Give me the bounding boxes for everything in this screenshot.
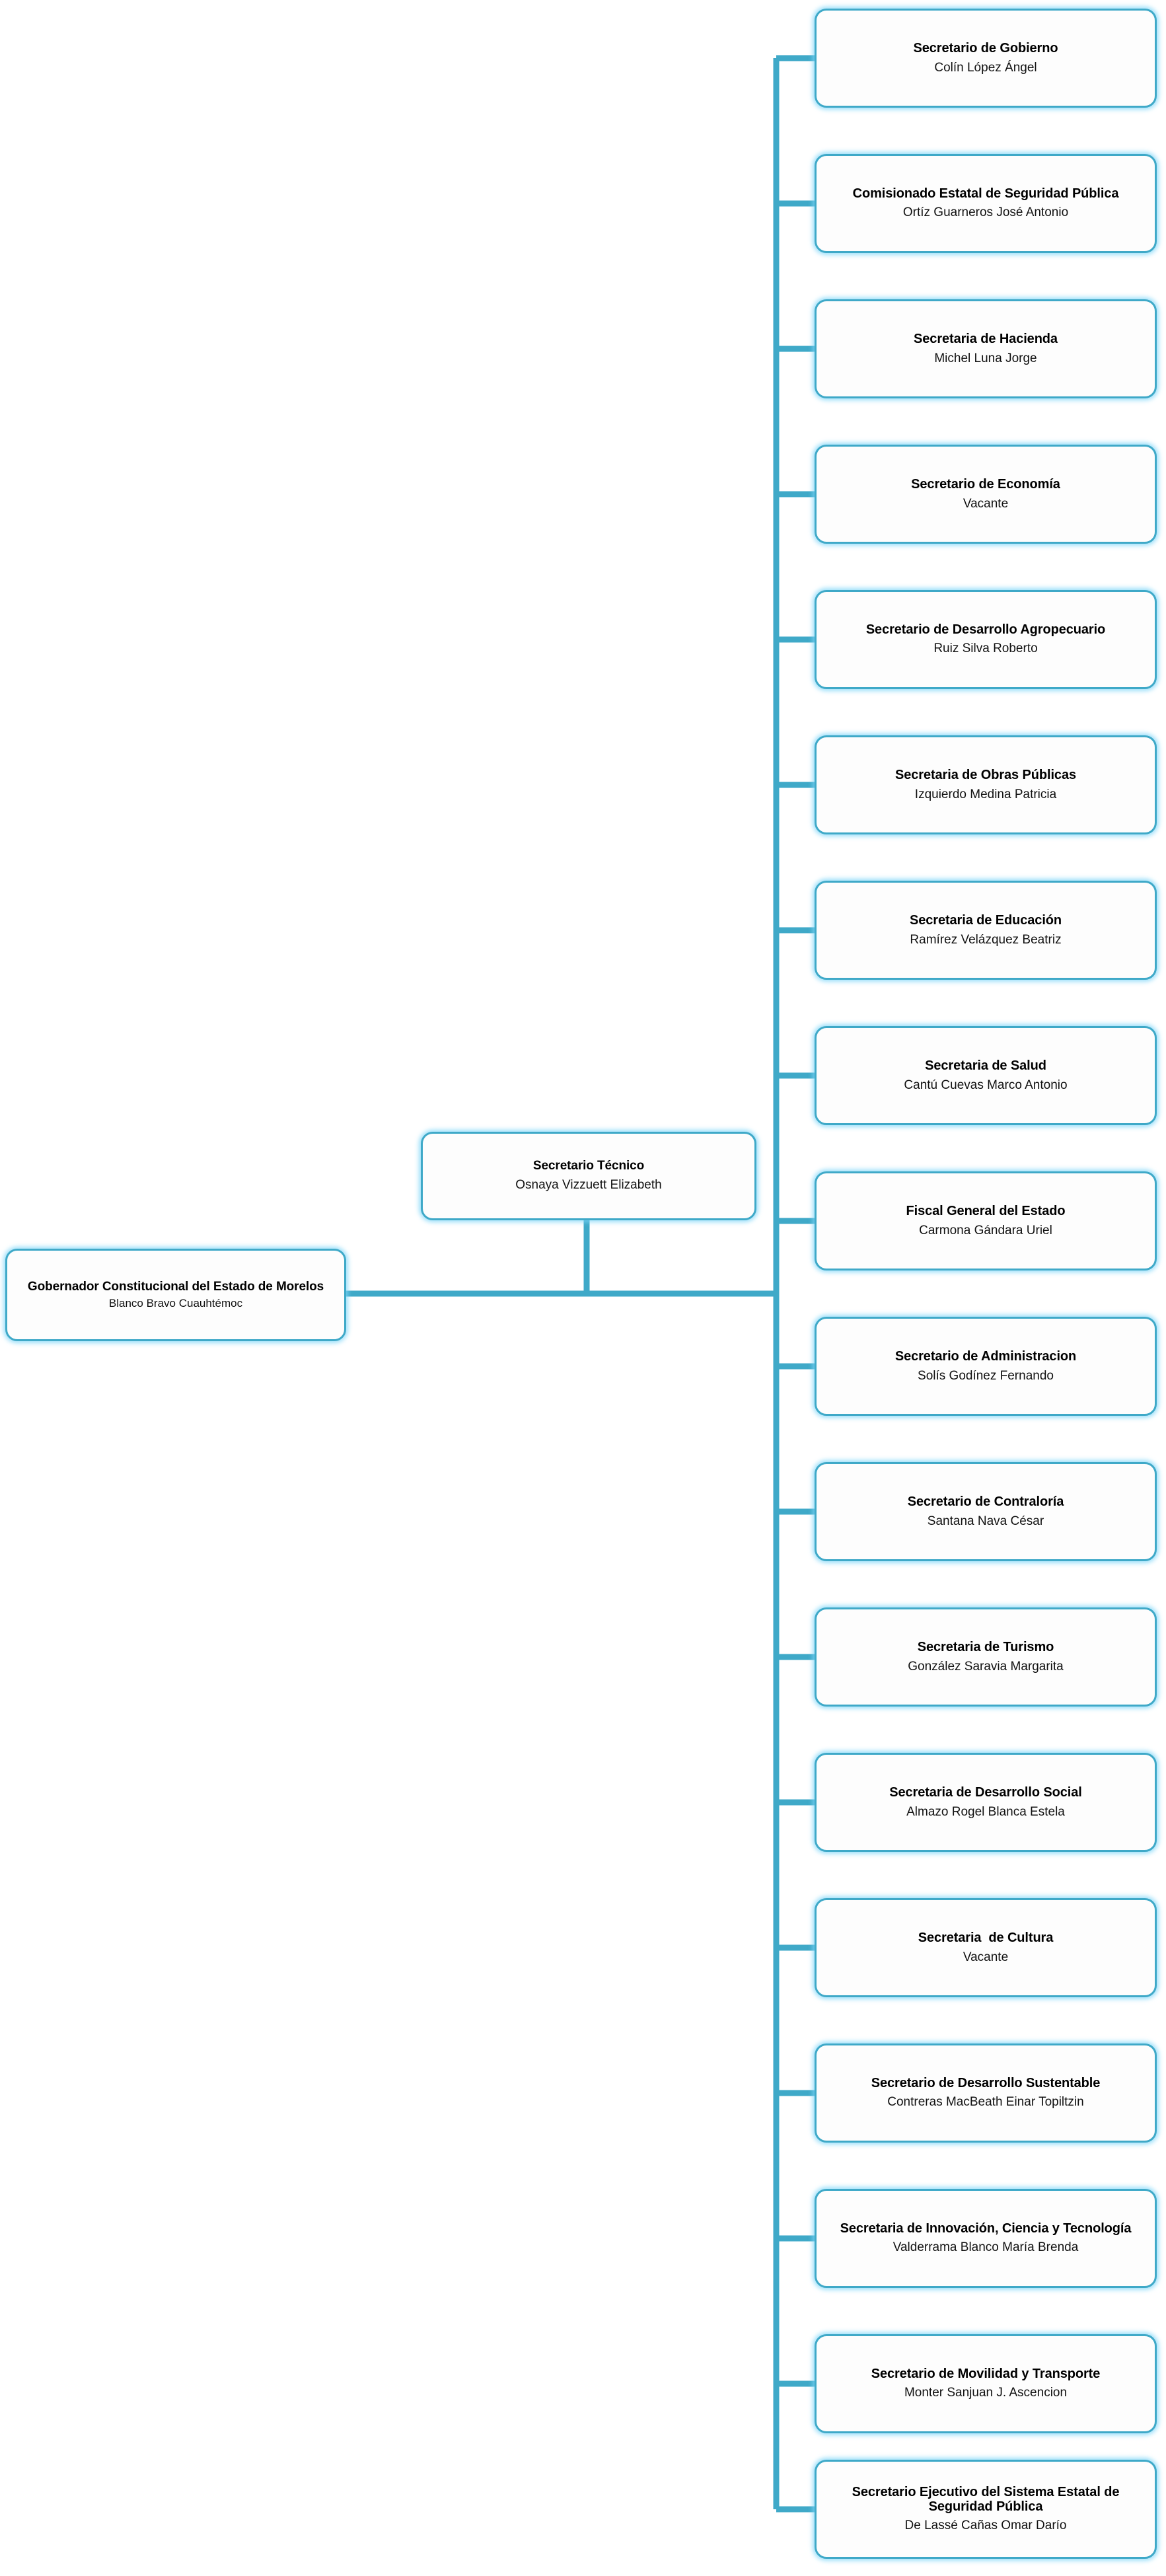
node-title: Secretario de Administracion [894, 1348, 1077, 1364]
node-person: Ruiz Silva Roberto [933, 642, 1038, 656]
node-title: Secretario de Desarrollo Sustentable [871, 2075, 1101, 2090]
node-secretario-tecnico[interactable]: Secretario Técnico Osnaya Vizzuett Eliza… [421, 1132, 756, 1220]
node-secretario-de-contraloria[interactable]: Secretario de Contraloría Santana Nava C… [815, 1462, 1157, 1561]
node-person: Ortíz Guarneros José Antonio [902, 205, 1069, 220]
node-secretaria-de-educacion[interactable]: Secretaria de Educación Ramírez Velázque… [815, 881, 1157, 980]
node-secretaria-de-cultura[interactable]: Secretaria de Cultura Vacante [815, 1898, 1157, 1997]
node-person: González Saravia Margarita [908, 1659, 1064, 1674]
node-person: Colín López Ángel [934, 60, 1037, 75]
node-person: Vacante [963, 496, 1009, 511]
node-fiscal-general-del-estado[interactable]: Fiscal General del Estado Carmona Gándar… [815, 1171, 1157, 1270]
node-title: Secretario de Contraloría [907, 1494, 1064, 1509]
node-secretario-de-economia[interactable]: Secretario de Economía Vacante [815, 445, 1157, 544]
node-comisionado-estatal-seguridad-publica[interactable]: Comisionado Estatal de Seguridad Pública… [815, 154, 1157, 253]
node-secretaria-innovacion-ciencia-tecnologia[interactable]: Secretaria de Innovación, Ciencia y Tecn… [815, 2189, 1157, 2288]
node-title: Secretario de Movilidad y Transporte [871, 2366, 1101, 2381]
node-title: Secretaria de Turismo [917, 1639, 1054, 1654]
node-title: Secretaria de Obras Públicas [894, 767, 1076, 782]
node-title: Fiscal General del Estado [906, 1203, 1066, 1218]
node-person: Vacante [963, 1950, 1009, 1964]
node-person: Monter Sanjuan J. Ascencion [904, 2386, 1068, 2400]
node-secretario-de-gobierno[interactable]: Secretario de Gobierno Colín López Ángel [815, 9, 1157, 108]
node-title: Secretario Ejecutivo del Sistema Estatal… [852, 2484, 1123, 2515]
node-title: Secretaria de Cultura [918, 1930, 1054, 1945]
node-title: Secretaria de Educación [909, 912, 1062, 928]
node-secretaria-obras-publicas[interactable]: Secretaria de Obras Públicas Izquierdo M… [815, 735, 1157, 834]
node-title: Secretario de Desarrollo Agropecuario [865, 622, 1106, 637]
node-secretaria-desarrollo-social[interactable]: Secretaria de Desarrollo Social Almazo R… [815, 1753, 1157, 1852]
node-person: Michel Luna Jorge [934, 351, 1037, 365]
node-person: Almazo Rogel Blanca Estela [906, 1804, 1065, 1819]
node-person: Solís Godínez Fernando [918, 1368, 1054, 1383]
node-title: Comisionado Estatal de Seguridad Pública [852, 186, 1119, 201]
node-secretaria-de-hacienda[interactable]: Secretaria de Hacienda Michel Luna Jorge [815, 299, 1157, 398]
node-person: Valderrama Blanco María Brenda [893, 2240, 1079, 2255]
node-person: De Lassé Cañas Omar Darío [904, 2519, 1067, 2533]
node-secretaria-de-salud[interactable]: Secretaria de Salud Cantú Cuevas Marco A… [815, 1026, 1157, 1125]
node-title: Secretaria de Innovación, Ciencia y Tecn… [840, 2221, 1132, 2236]
node-gobernador[interactable]: Gobernador Constitucional del Estado de … [5, 1249, 346, 1341]
node-person: Blanco Bravo Cuauhtémoc [108, 1296, 243, 1309]
node-person: Santana Nava César [927, 1514, 1044, 1528]
node-person: Ramírez Velázquez Beatriz [910, 932, 1062, 947]
node-secretario-desarrollo-sustentable[interactable]: Secretario de Desarrollo Sustentable Con… [815, 2043, 1157, 2143]
node-title: Gobernador Constitucional del Estado de … [27, 1279, 324, 1294]
node-secretario-ejecutivo-sistema-estatal-seguridad-publica[interactable]: Secretario Ejecutivo del Sistema Estatal… [815, 2460, 1157, 2559]
node-person: Contreras MacBeath Einar Topiltzin [887, 2095, 1084, 2110]
node-title: Secretario de Gobierno [913, 40, 1058, 55]
node-secretario-desarrollo-agropecuario[interactable]: Secretario de Desarrollo Agropecuario Ru… [815, 590, 1157, 689]
node-title: Secretaria de Salud [925, 1058, 1046, 1073]
node-secretaria-de-turismo[interactable]: Secretaria de Turismo González Saravia M… [815, 1607, 1157, 1707]
node-person: Carmona Gándara Uriel [919, 1223, 1052, 1237]
node-person: Osnaya Vizzuett Elizabeth [515, 1177, 662, 1192]
node-title: Secretario de Economía [911, 476, 1060, 492]
node-person: Cantú Cuevas Marco Antonio [904, 1078, 1068, 1092]
node-title: Secretaria de Hacienda [914, 331, 1058, 346]
node-title: Secretaria de Desarrollo Social [889, 1785, 1082, 1800]
node-title: Secretario Técnico [532, 1159, 645, 1173]
node-secretario-movilidad-transporte[interactable]: Secretario de Movilidad y Transporte Mon… [815, 2334, 1157, 2433]
node-person: Izquierdo Medina Patricia [914, 787, 1057, 801]
node-secretario-de-administracion[interactable]: Secretario de Administracion Solís Godín… [815, 1317, 1157, 1416]
